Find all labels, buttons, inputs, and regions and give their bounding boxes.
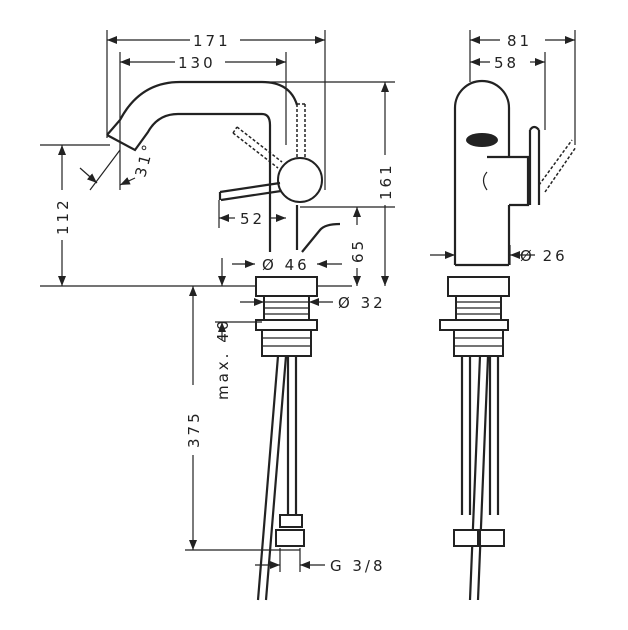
front-view: 81 58 Ø 26 bbox=[430, 30, 577, 601]
dim-58: 58 bbox=[494, 54, 519, 72]
dim-connection: G 3/8 bbox=[330, 557, 386, 575]
popup-rod bbox=[301, 222, 341, 253]
side-view: 171 130 31° 112 52 161 65 Ø 46 Ø 32 375 … bbox=[40, 30, 395, 601]
dim-375: 375 bbox=[185, 410, 203, 448]
spout bbox=[106, 80, 299, 252]
dim-112: 112 bbox=[54, 197, 72, 235]
dim-81: 81 bbox=[507, 32, 532, 50]
dim-130: 130 bbox=[178, 54, 216, 72]
body bbox=[453, 79, 511, 267]
lever-alt-up bbox=[296, 103, 306, 158]
lever bbox=[528, 125, 541, 205]
dim-body-diameter: Ø 26 bbox=[520, 247, 568, 265]
dim-angle: 31° bbox=[131, 140, 158, 179]
dim-max-40: max. 40 bbox=[214, 318, 232, 400]
lever bbox=[218, 181, 282, 202]
dim-65: 65 bbox=[349, 238, 367, 263]
aerator bbox=[466, 133, 498, 147]
dim-52: 52 bbox=[240, 210, 265, 228]
dim-171: 171 bbox=[193, 32, 231, 50]
handle-hub bbox=[277, 157, 323, 203]
dim-base-diameter: Ø 46 bbox=[262, 256, 310, 274]
dim-161: 161 bbox=[377, 162, 395, 200]
dim-shank-diameter: Ø 32 bbox=[338, 294, 386, 312]
lever-alt-diag bbox=[232, 126, 283, 169]
